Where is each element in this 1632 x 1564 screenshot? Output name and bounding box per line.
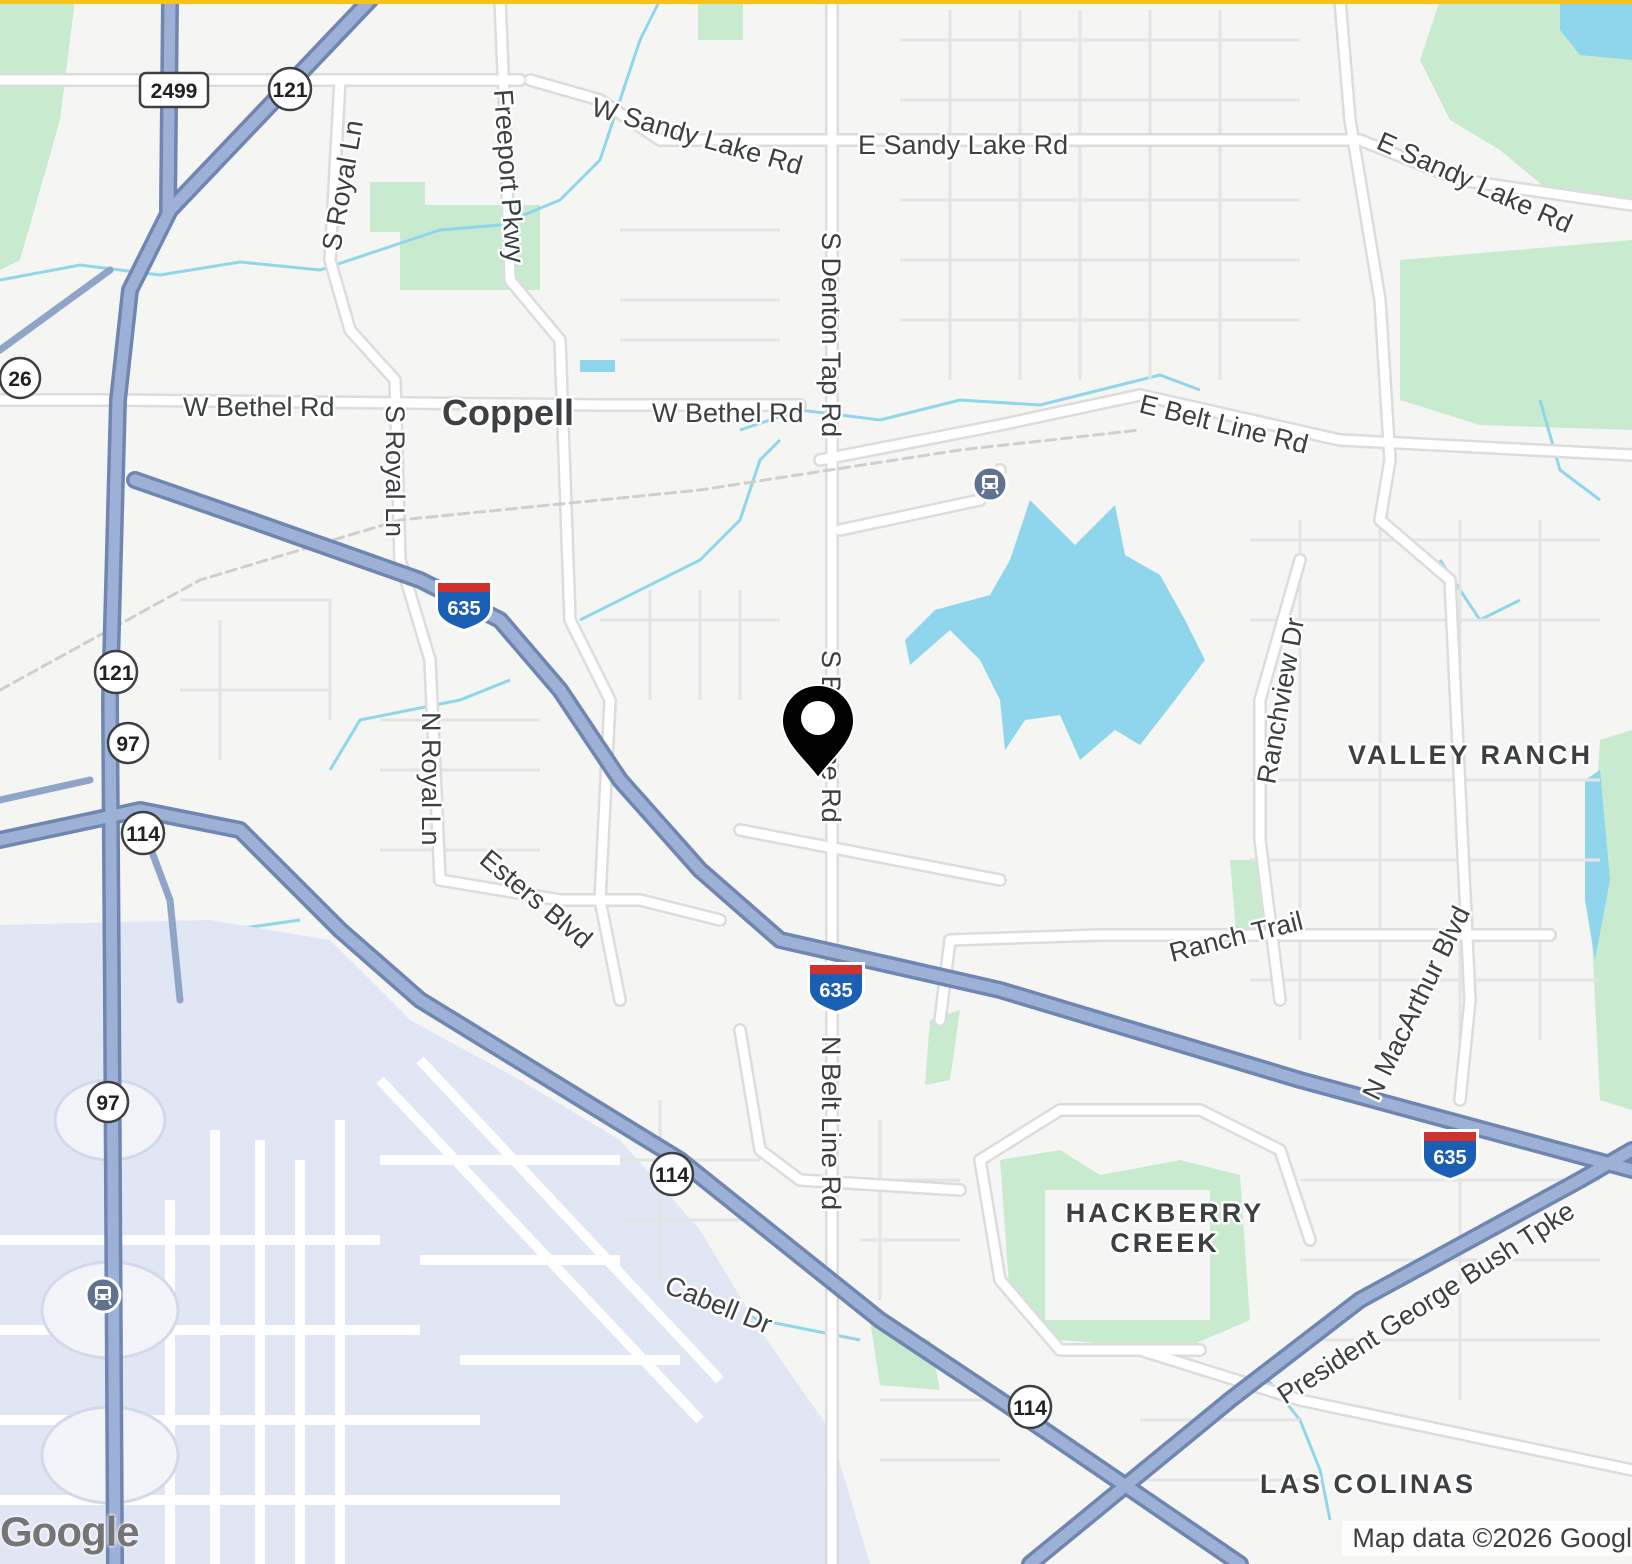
transit-station-icon[interactable] bbox=[971, 465, 1009, 503]
water-bodies bbox=[580, 0, 1632, 960]
svg-text:97: 97 bbox=[116, 733, 139, 756]
svg-text:2499: 2499 bbox=[151, 80, 198, 103]
svg-text:635: 635 bbox=[819, 980, 852, 1002]
accent-bar bbox=[0, 0, 1632, 4]
interstate-shield-635-east: 635 bbox=[1421, 1129, 1479, 1181]
svg-text:26: 26 bbox=[8, 368, 31, 391]
neighborhood-label-valley-ranch: VALLEY RANCH bbox=[1348, 740, 1593, 770]
e-sandy-lake-rd-label: E Sandy Lake Rd bbox=[858, 130, 1068, 160]
svg-text:121: 121 bbox=[98, 662, 133, 685]
route-shield-114-east: 114 bbox=[1007, 1384, 1053, 1430]
svg-text:114: 114 bbox=[655, 1164, 689, 1187]
w-bethel-rd-label-east: W Bethel Rd bbox=[652, 398, 804, 428]
w-bethel-rd-label-west: W Bethel Rd bbox=[183, 392, 335, 422]
google-logo[interactable]: Google bbox=[0, 1508, 140, 1555]
neighborhood-label-las-colinas: LAS COLINAS bbox=[1260, 1469, 1476, 1499]
interstate-shields: 635 635 635 bbox=[435, 580, 1479, 1181]
svg-text:114: 114 bbox=[1013, 1397, 1047, 1420]
route-shield-121-north: 121 bbox=[267, 66, 313, 112]
s-royal-ln-label-south: S Royal Ln bbox=[380, 405, 410, 537]
svg-text:635: 635 bbox=[447, 598, 480, 620]
golf-interior bbox=[1045, 1190, 1210, 1320]
route-shield-114-center: 114 bbox=[649, 1151, 695, 1197]
svg-text:97: 97 bbox=[96, 1092, 119, 1115]
route-shield-97-north: 97 bbox=[106, 721, 150, 765]
svg-text:635: 635 bbox=[1433, 1147, 1466, 1169]
n-belt-line-rd-label: N Belt Line Rd bbox=[816, 1036, 846, 1210]
route-shield-26: 26 bbox=[0, 356, 42, 400]
location-pin-icon[interactable] bbox=[780, 684, 856, 780]
svg-text:121: 121 bbox=[272, 79, 307, 102]
interstate-shield-635-west: 635 bbox=[435, 580, 493, 632]
interstate-shield-635-center: 635 bbox=[807, 962, 865, 1014]
svg-text:114: 114 bbox=[126, 823, 160, 846]
s-denton-tap-rd-label: S Denton Tap Rd bbox=[816, 232, 846, 437]
airport-area bbox=[0, 920, 870, 1564]
route-shield-114-west: 114 bbox=[120, 810, 166, 856]
route-shield-2499: 2499 bbox=[138, 71, 210, 109]
n-royal-ln-label: N Royal Ln bbox=[416, 712, 446, 846]
city-label-coppell: Coppell bbox=[442, 392, 574, 433]
map-attribution[interactable]: Map data ©2026 Googl bbox=[1342, 1521, 1632, 1556]
road-shields: 2499 121 26 121 97 114 97 114 bbox=[0, 66, 1053, 1430]
airport-transit-icon[interactable] bbox=[84, 1276, 122, 1314]
route-shield-97-south: 97 bbox=[86, 1080, 130, 1124]
route-shield-121-south: 121 bbox=[93, 649, 139, 695]
